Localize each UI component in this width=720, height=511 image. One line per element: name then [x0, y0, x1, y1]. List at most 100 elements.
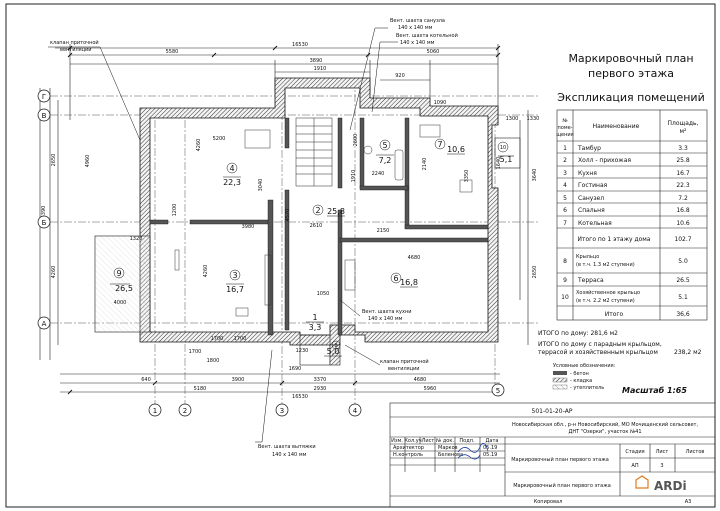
axis-bubble: Г [37, 89, 51, 103]
room-marker: 2 25,8 [312, 204, 345, 217]
room-marker: 8 5,0 [324, 340, 342, 357]
svg-text:Марков: Марков [438, 445, 458, 451]
area-summary: ИТОГО по дому: 281,6 м2 ИТОГО по дому с … [538, 330, 702, 356]
room-marker: 6 16,8 [390, 272, 418, 288]
svg-text:2: 2 [563, 157, 567, 164]
svg-text:26,5: 26,5 [115, 284, 133, 293]
svg-text:3040: 3040 [258, 179, 264, 192]
copied-label: Копировал [534, 499, 563, 505]
svg-text:10: 10 [561, 294, 569, 301]
dim-top-right: 5060 [427, 49, 440, 55]
room-marker: 5 7,2 [376, 139, 394, 165]
svg-text:2240: 2240 [372, 171, 385, 177]
svg-text:1090: 1090 [434, 100, 447, 106]
svg-text:Лист: Лист [656, 449, 669, 455]
svg-text:05.19: 05.19 [483, 452, 497, 458]
vent-valve-top-label: клапан приточной [50, 39, 99, 46]
svg-text:Стадия: Стадия [625, 449, 644, 455]
svg-text:Спальня: Спальня [578, 207, 605, 214]
vent-exhaust-size: 140 х 140 мм [272, 452, 307, 458]
svg-text:1800: 1800 [207, 358, 220, 364]
table-row: 2 Холл - прихожая 25.8 [563, 157, 690, 164]
svg-text:поме-: поме- [558, 125, 573, 131]
format-label: А3 [685, 499, 692, 505]
svg-text:16,8: 16,8 [400, 278, 418, 287]
legend-item: - кладка [570, 378, 592, 384]
explication-content: № поме- щения Наименование Площадь, м² 1… [556, 118, 698, 318]
summary-line1: ИТОГО по дому: 281,6 м2 [538, 330, 618, 337]
svg-text:щения: щения [556, 132, 573, 138]
axis-bubble: 1 [148, 403, 162, 417]
svg-text:Итого: Итого [605, 311, 624, 318]
vent-valve-bottom-label: клапан приточной [380, 358, 429, 365]
svg-text:1: 1 [153, 407, 157, 415]
vent-boiler-size: 140 х 140 мм [400, 40, 435, 46]
svg-text:Холл - прихожая: Холл - прихожая [578, 157, 631, 164]
svg-text:3: 3 [280, 407, 284, 415]
svg-text:5: 5 [563, 195, 567, 202]
svg-text:Хозяйственное крыльцо: Хозяйственное крыльцо [576, 289, 640, 296]
svg-text:1330: 1330 [527, 116, 540, 122]
svg-text:22,3: 22,3 [223, 178, 241, 187]
summary-line2b: террасой и хозяйственным крыльцом [538, 349, 658, 356]
table-row: 5 Санузел 7.2 [563, 195, 688, 202]
table-row: 1 Тамбур 3.3 [563, 145, 688, 152]
svg-text:5200: 5200 [213, 136, 226, 142]
svg-text:2650: 2650 [51, 154, 57, 167]
svg-text:Н.контроль: Н.контроль [393, 452, 423, 458]
legend-swatch-insulation [552, 384, 568, 390]
svg-text:3980: 3980 [242, 224, 255, 230]
dim-bottom-left2: 5180 [194, 386, 207, 392]
svg-text:Листов: Листов [686, 449, 705, 455]
svg-text:АП: АП [631, 463, 638, 469]
svg-text:5.0: 5.0 [678, 258, 688, 265]
svg-text:25.8: 25.8 [676, 157, 690, 164]
svg-text:Г: Г [42, 93, 46, 101]
svg-text:4260: 4260 [203, 265, 209, 278]
staircase [295, 117, 333, 187]
svg-text:8: 8 [563, 258, 567, 265]
svg-text:3: 3 [660, 463, 663, 469]
svg-text:4: 4 [229, 164, 234, 173]
title-line1: Маркировочный план [568, 52, 693, 65]
svg-text:(в т.ч. 1.3 м2 ступени): (в т.ч. 1.3 м2 ступени) [576, 262, 635, 268]
vent-bath-size: 140 х 140 мм [398, 25, 433, 31]
svg-text:Кухня: Кухня [578, 170, 597, 177]
explication-table [556, 109, 708, 321]
table-row: 7 Котельная 10.6 [563, 220, 690, 227]
svg-text:7: 7 [563, 220, 567, 227]
title-block [389, 402, 716, 508]
svg-text:7: 7 [437, 140, 442, 149]
sheet-frame [5, 3, 716, 508]
porch [299, 334, 341, 366]
svg-text:Лист: Лист [422, 438, 435, 444]
table-row: 10 Хозяйственное крыльцо (в т.ч. 2.2 м2 … [561, 289, 688, 304]
svg-text:16.8: 16.8 [676, 207, 690, 214]
svg-text:2650: 2650 [532, 266, 538, 279]
svg-text:№ док.: № док. [436, 438, 454, 444]
legend-swatch-concrete [553, 371, 567, 375]
svg-text:Изм.: Изм. [391, 438, 403, 444]
vent-kitchen-size: 140 х 140 мм [368, 316, 403, 322]
svg-text:1700: 1700 [234, 336, 247, 342]
svg-text:4570: 4570 [285, 209, 291, 222]
svg-text:Гостиная: Гостиная [578, 182, 608, 189]
vent-kitchen-label: Вент. шахта кухни [362, 309, 412, 315]
legend-title: Условные обозначения: [553, 363, 616, 369]
room-marker: 9 26,5 [110, 267, 133, 293]
svg-text:8: 8 [334, 343, 337, 349]
axis-bubble: 3 [275, 403, 289, 417]
svg-text:1300: 1300 [506, 116, 519, 122]
svg-text:22.3: 22.3 [676, 182, 690, 189]
svg-text:1: 1 [312, 313, 317, 322]
axis-bubble: 2 [178, 403, 192, 417]
drawing-title-small: Маркировочный план первого этажа [511, 456, 609, 463]
room-marker: 3 16,7 [226, 269, 244, 294]
svg-text:6390: 6390 [41, 206, 47, 219]
svg-text:16,7: 16,7 [226, 285, 244, 294]
svg-text:3,3: 3,3 [309, 323, 322, 332]
svg-text:(в т.ч. 2.2 м2 ступени): (в т.ч. 2.2 м2 ступени) [576, 298, 635, 304]
signature [457, 442, 489, 453]
svg-text:Крыльцо: Крыльцо [576, 254, 599, 260]
